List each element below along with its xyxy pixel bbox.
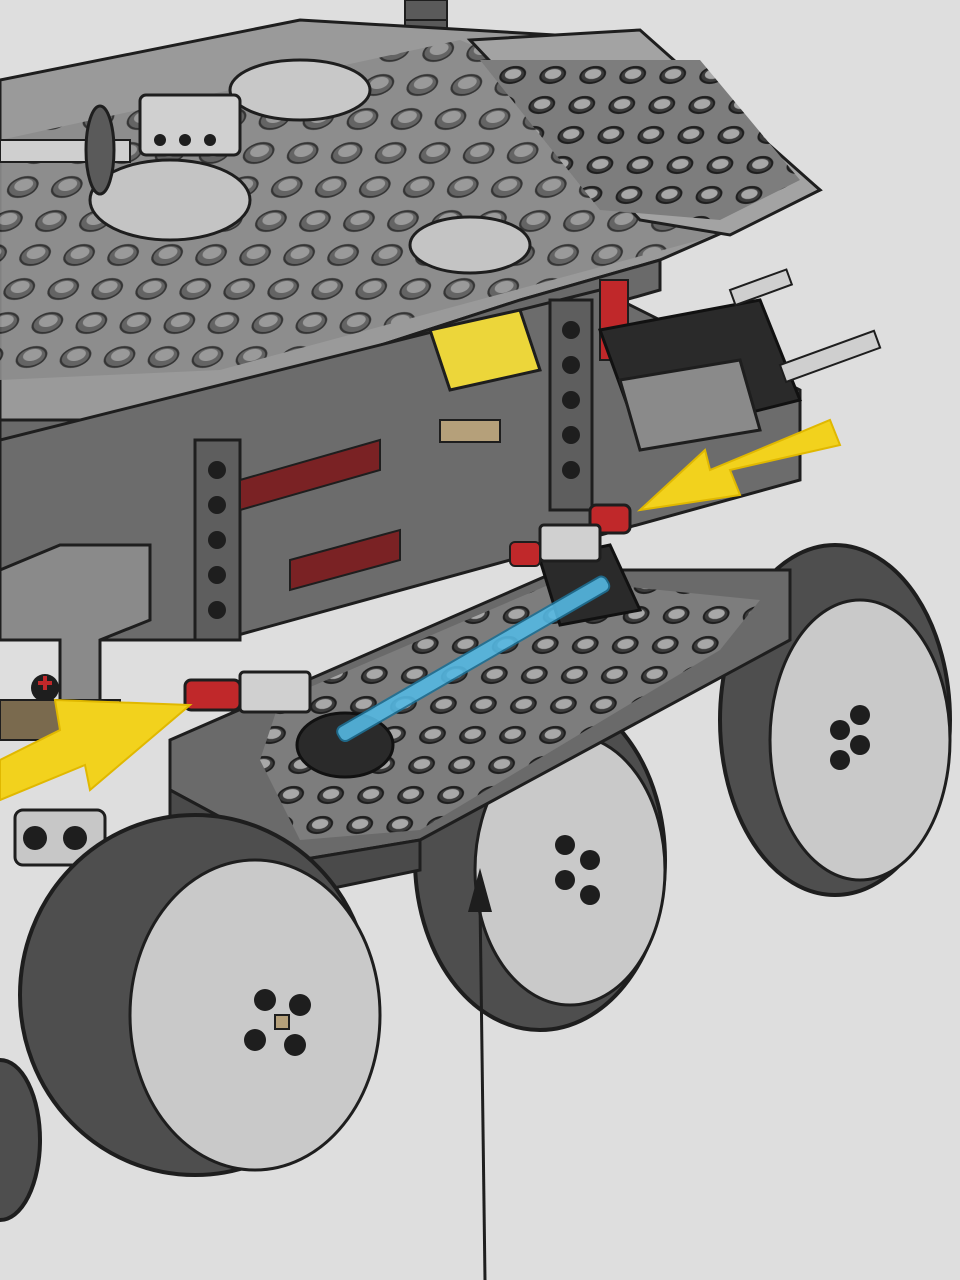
insert-arrow-left (0, 698, 193, 802)
pointer-line (468, 868, 492, 1280)
trans-blue-rod (336, 575, 611, 743)
wheel-front-left (18, 813, 382, 1177)
red-pin-left (183, 670, 312, 714)
middle-frame (0, 268, 882, 642)
wheel-partial-left (0, 1058, 42, 1222)
insert-arrow-right (636, 418, 842, 512)
upper-deck (0, 18, 823, 452)
red-pin-right (509, 503, 632, 567)
